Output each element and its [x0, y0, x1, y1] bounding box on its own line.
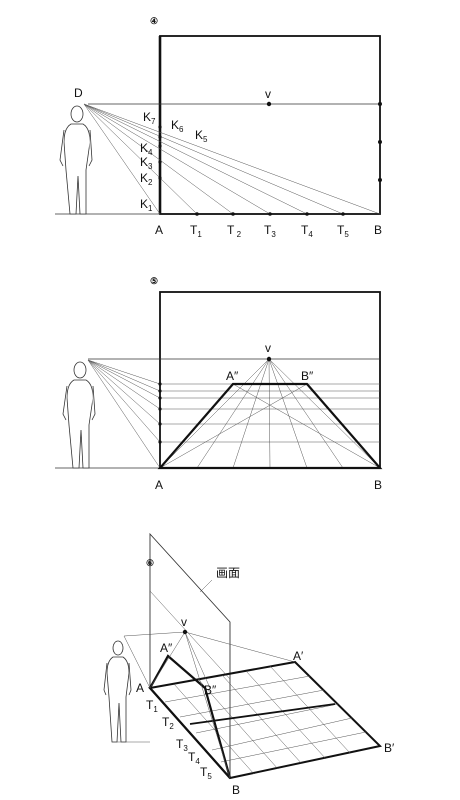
panel-4-k5-label: K5: [195, 128, 208, 144]
panel-4: ④ v D: [55, 16, 382, 239]
panel-6-b-label: B: [232, 783, 240, 797]
panel-4-t2-label: T 2: [227, 223, 242, 239]
panel-4-frame: [159, 35, 381, 215]
panel-6-horizon: [149, 590, 231, 680]
panel-6-b-prime-label: B′: [384, 741, 395, 755]
panel-6-projected-square: [148, 654, 232, 779]
panel-4-k-points: [158, 125, 162, 180]
panel-5-diagonal: [159, 383, 308, 469]
panel-4-t1-label: T1: [190, 223, 202, 239]
panel-5-a2-label: A″: [226, 369, 239, 383]
panel-4-base-points: [195, 212, 345, 216]
panel-6-a2-label: A″: [160, 641, 173, 655]
panel-6-ground-grid: [148, 660, 383, 780]
panel-4-k1-label: K1: [140, 197, 153, 213]
panel-6-person-figure: [103, 640, 150, 743]
panel-4-sight-lines: [83, 103, 381, 215]
panel-4-edge-point: [378, 140, 382, 144]
panel-5-edge-points: [158, 382, 162, 444]
panel-5-sight-lines: [87, 359, 161, 469]
panel-5-number: ⑤: [150, 276, 158, 286]
panel-4-t3-label: T3: [264, 223, 276, 239]
panel-6-plane-leader: [199, 579, 213, 593]
panel-4-k3-label: K3: [140, 155, 153, 171]
panel-5-b2-label: B″: [301, 369, 314, 383]
panel-6-picture-plane-label: 画面: [216, 566, 240, 580]
panel-6-sight-lines: [123, 631, 296, 779]
panel-4-edge-point: [378, 178, 382, 182]
panel-5-diagonal: [232, 383, 381, 469]
panel-5-person-figure: [62, 361, 96, 469]
panel-5-converging-lines: [159, 358, 381, 469]
panel-4-eye-label: D: [74, 86, 83, 100]
panel-6-t1-label: T1: [146, 698, 158, 714]
panel-4-t5-label: T5: [337, 223, 349, 239]
panel-4-number: ④: [150, 16, 158, 26]
panel-6-vanishing-point: [182, 629, 188, 635]
panel-5-b-label: B: [374, 478, 382, 492]
panel-4-v-label: v: [265, 87, 271, 101]
panel-5-v-label: v: [265, 341, 271, 355]
panel-6-t4-label: T4: [188, 750, 200, 766]
panel-6-t3-label: T3: [176, 737, 188, 753]
panel-4-k6-label: K6: [171, 118, 184, 134]
panel-4-k2-label: K2: [140, 171, 153, 187]
panel-6-t5-label: T5: [200, 765, 212, 781]
panel-5: ⑤: [55, 276, 383, 492]
panel-4-k7-label: K7: [143, 110, 156, 126]
panel-6: ⑥ 画面: [103, 532, 395, 797]
panel-6-a-prime-label: A′: [293, 649, 304, 663]
panel-4-person-figure: [59, 105, 93, 215]
panel-6-a-label: A: [136, 681, 144, 695]
panel-6-t2-label: T2: [162, 715, 174, 731]
panel-4-t4-label: T4: [301, 223, 313, 239]
panel-5-horizontal-lines: [160, 383, 380, 443]
panel-4-vanishing-point: [266, 101, 272, 107]
panel-5-vanishing-point: [266, 356, 272, 362]
panel-4-edge-point: [378, 102, 382, 106]
panel-5-square-in-perspective: [157, 382, 383, 470]
panel-4-b-label: B: [374, 223, 382, 237]
panel-4-a-label: A: [155, 223, 163, 237]
panel-6-b2-label: B″: [204, 683, 217, 697]
panel-5-a-label: A: [155, 478, 163, 492]
panel-6-v-label: v: [181, 615, 187, 629]
